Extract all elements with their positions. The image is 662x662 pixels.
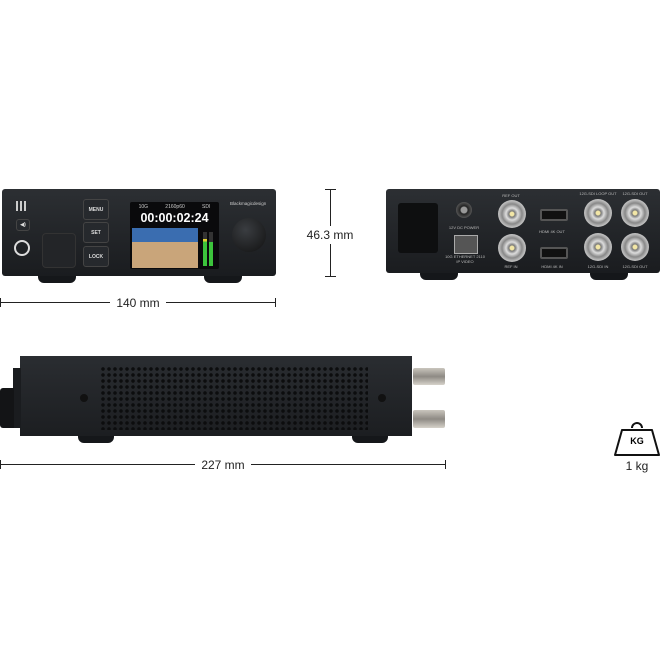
foot — [78, 436, 114, 443]
set-button[interactable]: SET — [83, 222, 109, 243]
network-status: 10G — [138, 204, 149, 210]
sdi-in-label: 12G-SDI IN — [587, 264, 609, 269]
ref-out-label: REF OUT — [502, 193, 520, 198]
rear-panel: 12V DC POWER 10G ETHERNET 2110 IP VIDEO … — [386, 189, 660, 273]
sdi-out-bnc[interactable] — [621, 233, 649, 261]
speaker-grille — [16, 201, 28, 211]
sdi-loop-out-bnc[interactable] — [584, 199, 612, 227]
dc-power-label: 12V DC POWER — [448, 225, 480, 230]
front-edge — [13, 368, 21, 428]
foot — [590, 273, 628, 280]
brand-logo: Blackmagicdesign — [230, 201, 267, 206]
screw — [80, 394, 88, 402]
volume-icon[interactable]: ◀) — [16, 219, 30, 231]
input-source: SDI — [202, 204, 211, 210]
ref-in-bnc[interactable] — [498, 234, 526, 262]
lock-button[interactable]: LOCK — [83, 246, 109, 267]
screw — [378, 394, 386, 402]
ref-in-label: REF IN — [504, 264, 518, 269]
hdmi-in-port — [540, 247, 568, 259]
foot — [38, 276, 76, 283]
ref-out-bnc[interactable] — [498, 200, 526, 228]
sdi-out-label: 12G-SDI OUT — [622, 264, 648, 269]
dc-power-jack — [456, 202, 472, 218]
side-view — [20, 356, 412, 436]
lcd-screen: 10G 2160p60 SDI 00:00:02:24 — [130, 202, 219, 269]
foot — [204, 276, 242, 283]
front-panel: ◀) MENU SET LOCK 10G 2160p60 SDI 00:00:0… — [2, 189, 276, 276]
sdi-loop-out-label: 12G-SDI LOOP OUT — [579, 191, 617, 196]
menu-button[interactable]: MENU — [83, 199, 109, 220]
bnc-side — [413, 410, 445, 428]
sdi-out-label: 12G-SDI OUT — [622, 191, 648, 196]
depth-label: 227 mm — [195, 458, 251, 472]
weight-icon-text: KG — [630, 436, 644, 446]
blank-panel — [42, 233, 76, 268]
audio-meter — [209, 232, 213, 266]
ethernet-port — [454, 235, 478, 254]
iec-power-socket — [398, 203, 438, 253]
audio-meter — [203, 232, 207, 266]
width-label: 140 mm — [110, 296, 166, 310]
weight-label: 1 kg — [625, 459, 649, 473]
ethernet-label: 10G ETHERNET 2110 IP VIDEO — [445, 254, 485, 264]
foot — [420, 273, 458, 280]
knob-side — [0, 388, 14, 428]
hdmi-in-label: HDMI 4K IN — [541, 264, 563, 269]
weight-icon — [614, 422, 660, 456]
vent-grille — [100, 366, 368, 430]
video-preview — [132, 228, 198, 268]
hdmi-out-port — [540, 209, 568, 221]
foot — [352, 436, 388, 443]
hdmi-out-label: HDMI 4K OUT — [539, 229, 565, 234]
sdi-out-bnc[interactable] — [621, 199, 649, 227]
headphone-jack — [14, 240, 30, 256]
video-format: 2160p60 — [165, 204, 185, 210]
timecode: 00:00:02:24 — [140, 211, 209, 225]
height-label: 46.3 mm — [304, 226, 356, 244]
sdi-in-bnc[interactable] — [584, 233, 612, 261]
control-knob[interactable] — [232, 218, 266, 252]
bnc-side — [413, 368, 445, 385]
